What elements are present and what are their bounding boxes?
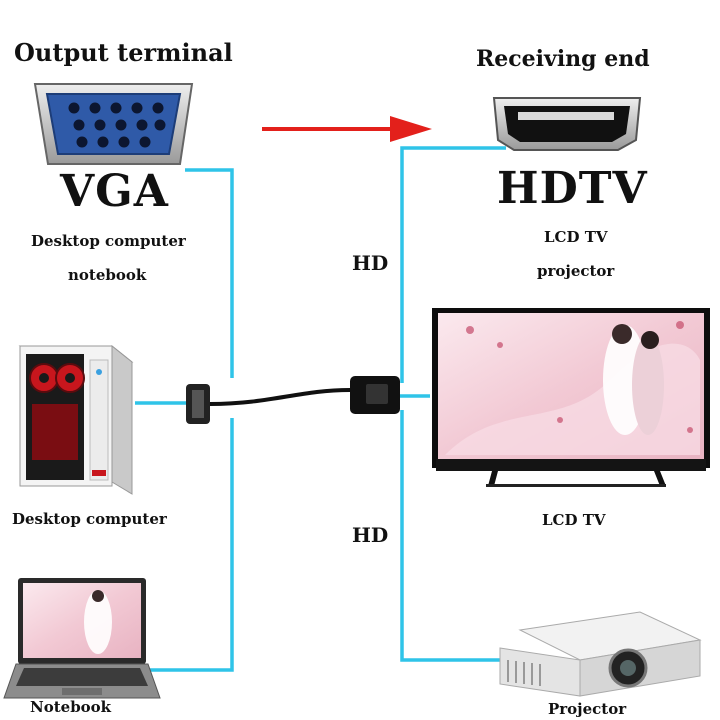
hd-label-bottom: HD — [352, 523, 389, 547]
direction-arrow — [262, 116, 432, 142]
vga-hdmi-adapter-icon — [186, 376, 400, 424]
receiving-end-title: Receiving end — [476, 46, 650, 72]
vga-title: VGA — [60, 166, 169, 217]
device-label-lcd-tv: LCD TV — [542, 511, 606, 529]
line-adapter-to-hdmi — [400, 146, 506, 383]
device-label-desktop: Desktop computer — [12, 510, 167, 528]
notebook-icon — [3, 578, 161, 699]
hdmi-connector-icon — [492, 97, 642, 151]
source-label-notebook: notebook — [68, 266, 147, 284]
connection-lines — [135, 146, 506, 672]
target-label-lcd-tv: LCD TV — [544, 228, 608, 246]
source-label-desktop: Desktop computer — [31, 232, 186, 250]
target-label-projector: projector — [537, 262, 615, 280]
desktop-computer-icon — [18, 344, 134, 495]
device-label-notebook: Notebook — [30, 698, 112, 716]
output-terminal-title: Output terminal — [14, 38, 233, 67]
lcd-tv-icon — [432, 308, 710, 487]
hd-label-top: HD — [352, 251, 389, 275]
line-vga-to-adapter — [185, 168, 234, 378]
device-label-projector: Projector — [548, 700, 627, 718]
projector-icon — [499, 611, 702, 697]
hdtv-title: HDTV — [497, 163, 648, 214]
line-adapter-to-notebook — [147, 418, 234, 672]
vga-connector-icon — [33, 83, 194, 165]
line-adapter-to-projector — [400, 410, 500, 662]
